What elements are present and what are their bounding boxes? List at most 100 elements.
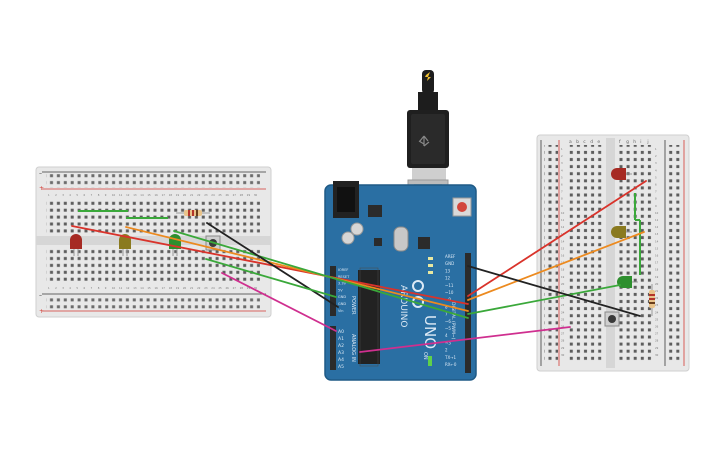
digital-pin-label: ~5: [445, 326, 451, 331]
right-center-channel: [606, 138, 615, 368]
resistor[interactable]: [176, 210, 210, 216]
row-number: 22: [561, 296, 565, 300]
wire-magenta[interactable]: [221, 272, 337, 332]
column-number: 30: [254, 286, 258, 290]
column-number: 2: [55, 193, 57, 197]
row-number: 14: [561, 239, 565, 243]
column-number: 13: [133, 193, 137, 197]
column-number: 28: [240, 193, 244, 197]
left-power-rail-holes: [544, 145, 558, 361]
row-number: 25: [561, 317, 565, 321]
row-number: 9: [655, 204, 657, 208]
digital-pin-label: 2: [445, 348, 448, 353]
column-number: 28: [240, 286, 244, 290]
resistor[interactable]: [649, 284, 655, 316]
digital-pin-label: 4: [445, 333, 448, 338]
board-brand-text: ARDUINO: [398, 285, 408, 327]
wire-red[interactable]: [71, 225, 469, 305]
wire-red[interactable]: [467, 180, 647, 297]
column-number: 1: [48, 193, 50, 197]
column-number: 18: [169, 193, 173, 197]
column-number: 24: [211, 286, 215, 290]
column-letter: f: [619, 139, 621, 145]
row-number: 29: [561, 346, 565, 350]
column-number: 16: [155, 286, 159, 290]
top-power-rail-holes: [46, 174, 260, 188]
pushbutton[interactable]: [604, 311, 620, 327]
row-number: 13: [655, 232, 659, 236]
row-number: 21: [655, 289, 659, 293]
column-number: 19: [176, 286, 180, 290]
power-pin-label: IOREF: [338, 268, 348, 272]
column-number: 7: [91, 193, 93, 197]
row-number: 10: [655, 211, 659, 215]
row-number: 21: [561, 289, 565, 293]
row-number: 17: [655, 261, 659, 265]
column-number: 26: [226, 286, 230, 290]
row-number: 8: [655, 197, 657, 201]
column-number: 29: [247, 286, 251, 290]
analog-pin-label: A5: [338, 364, 344, 370]
row-number: 7: [561, 190, 563, 194]
row-number: 27: [655, 332, 659, 336]
analog-pin-label: A2: [338, 343, 344, 349]
wire-black[interactable]: [206, 222, 339, 308]
column-number: 25: [218, 286, 222, 290]
row-number: 27: [561, 332, 565, 336]
digital-header: [465, 253, 471, 373]
power-pin-label: GND: [338, 302, 346, 306]
column-number: 13: [133, 286, 137, 290]
power-led: [428, 356, 432, 366]
wire-green[interactable]: [173, 230, 469, 319]
wires: [71, 180, 647, 353]
column-number: 8: [98, 193, 100, 197]
row-number: 20: [561, 282, 565, 286]
digital-pin-label: TX→1: [444, 355, 457, 360]
digital-pin-label: ~6: [445, 319, 451, 324]
column-number: 8: [98, 286, 100, 290]
svg-text:+: +: [39, 308, 44, 315]
led-red[interactable]: [611, 168, 632, 180]
column-number: 15: [147, 193, 151, 197]
column-number: 1: [48, 286, 50, 290]
analog-pin-label: A3: [338, 350, 344, 356]
column-number: 22: [197, 193, 201, 197]
analog-header-label: ANALOG IN: [350, 334, 356, 362]
column-number: 10: [112, 286, 116, 290]
led-red[interactable]: [70, 234, 82, 256]
led-yellow[interactable]: [611, 226, 632, 238]
column-number: 21: [190, 286, 194, 290]
column-number: 18: [169, 286, 173, 290]
row-number: 24: [655, 310, 659, 314]
wire-magenta[interactable]: [359, 326, 571, 353]
row-number: 12: [561, 225, 565, 229]
power-header-label: POWER: [350, 296, 356, 315]
column-number: 3: [62, 193, 64, 197]
atmega-chip: [358, 270, 380, 364]
row-number: 28: [561, 339, 565, 343]
column-number: 14: [140, 286, 144, 290]
column-number: 4: [69, 193, 71, 197]
column-letter: i: [640, 139, 641, 145]
row-number: 14: [655, 239, 659, 243]
row-number: 11: [561, 218, 565, 222]
row-number: 19: [561, 275, 565, 279]
wire-black[interactable]: [467, 265, 641, 317]
column-number: 16: [155, 193, 159, 197]
wire-green[interactable]: [205, 258, 337, 298]
row-number: 8: [561, 197, 563, 201]
digital-pin-label: RX←0: [445, 362, 457, 367]
column-number: 29: [247, 193, 251, 197]
column-number: 9: [105, 286, 107, 290]
wire-orange[interactable]: [467, 231, 645, 301]
column-number: 22: [197, 286, 201, 290]
column-number: 20: [183, 286, 187, 290]
row-number: 5: [561, 175, 563, 179]
wire-orange[interactable]: [125, 226, 469, 312]
wire-green[interactable]: [467, 284, 621, 315]
row-number: 22: [655, 296, 659, 300]
